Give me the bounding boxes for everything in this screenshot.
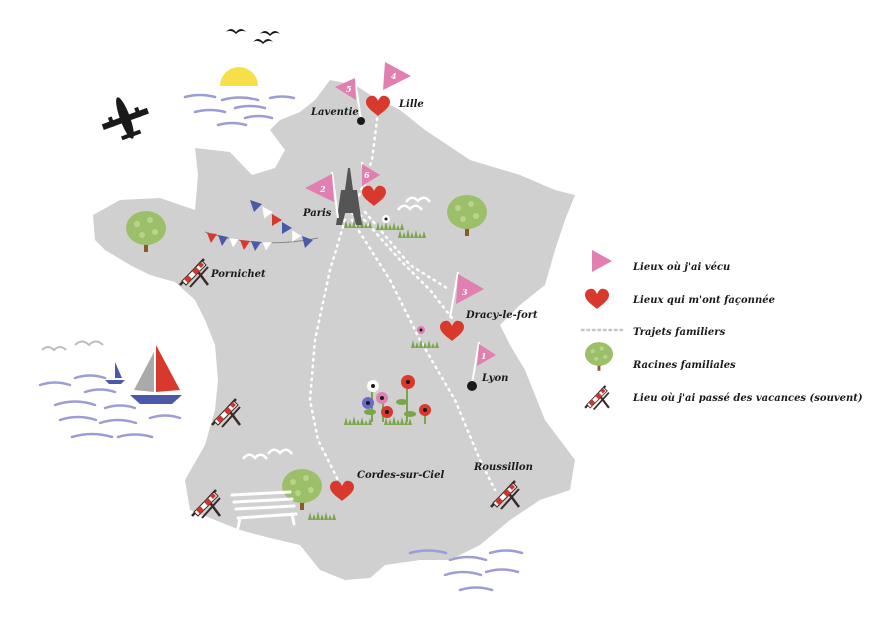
- tree-icon: [584, 341, 614, 372]
- flag-2-number: 2: [319, 184, 326, 194]
- flag-3-number: 3: [462, 287, 468, 297]
- flag-2: 2: [305, 171, 339, 219]
- bird-icon: [260, 31, 280, 36]
- familiar-paths: [308, 110, 497, 492]
- heart-icon: [585, 288, 609, 309]
- bird-icon: [253, 39, 273, 44]
- bunting-decoration: [204, 200, 319, 252]
- laventie-dot: [357, 117, 365, 125]
- bench-icon: [230, 490, 298, 530]
- legend-label-vacation: Lieu où j'ai passé des vacances (souvent…: [632, 393, 863, 404]
- legend-item-paths: Trajets familiers: [580, 327, 726, 338]
- city-label-lille: Lille: [398, 99, 424, 110]
- airplane-icon: [101, 97, 149, 141]
- flag-5: 5: [335, 78, 362, 121]
- sea-waves-north: [183, 93, 296, 127]
- legend-item-vacation: Lieu où j'ai passé des vacances (souvent…: [584, 384, 863, 411]
- flag-5-number: 5: [346, 84, 352, 94]
- sun-icon: [220, 67, 258, 86]
- flowers-decoration: [362, 215, 431, 424]
- legend-label-lived: Lieux où j'ai vécu: [632, 262, 730, 273]
- legend-label-paths: Trajets familiers: [633, 327, 726, 338]
- bird-icon: [226, 29, 246, 34]
- legend-label-roots: Racines familiales: [632, 360, 736, 371]
- sea-waves-south: [408, 549, 524, 592]
- flag-1: 1: [471, 341, 496, 385]
- city-label-paris: Paris: [302, 208, 332, 219]
- city-label-cordes: Cordes-sur-Ciel: [357, 470, 444, 481]
- gulls-west: [41, 340, 104, 352]
- flag-icon: [592, 250, 612, 272]
- city-label-roussillon: Roussillon: [473, 462, 533, 473]
- city-label-pornichet: Pornichet: [210, 269, 266, 280]
- eiffel-tower-icon: [336, 168, 362, 225]
- legend-item-shaped: Lieux qui m'ont façonnée: [585, 288, 775, 309]
- lyon-dot: [467, 381, 477, 391]
- city-label-dracy: Dracy-le-fort: [465, 310, 538, 321]
- flag-3: 3: [449, 271, 484, 319]
- city-label-lyon: Lyon: [481, 373, 508, 384]
- city-label-laventie: Laventie: [310, 107, 359, 118]
- legend-item-lived: Lieux où j'ai vécu: [592, 250, 730, 273]
- legend: Lieux où j'ai vécu Lieux qui m'ont façon…: [580, 250, 863, 411]
- france-landmass: [93, 80, 575, 580]
- deckchair-icon: [584, 384, 610, 411]
- legend-label-shaped: Lieux qui m'ont façonnée: [632, 295, 775, 306]
- sea-waves-west: [38, 374, 182, 439]
- flag-1-number: 1: [481, 351, 487, 361]
- flag-4-number: 4: [391, 71, 397, 81]
- sailboat-icon: [130, 345, 182, 404]
- flag-6-number: 6: [364, 170, 370, 180]
- legend-item-roots: Racines familiales: [584, 341, 736, 372]
- small-sailboat-icon: [105, 362, 125, 384]
